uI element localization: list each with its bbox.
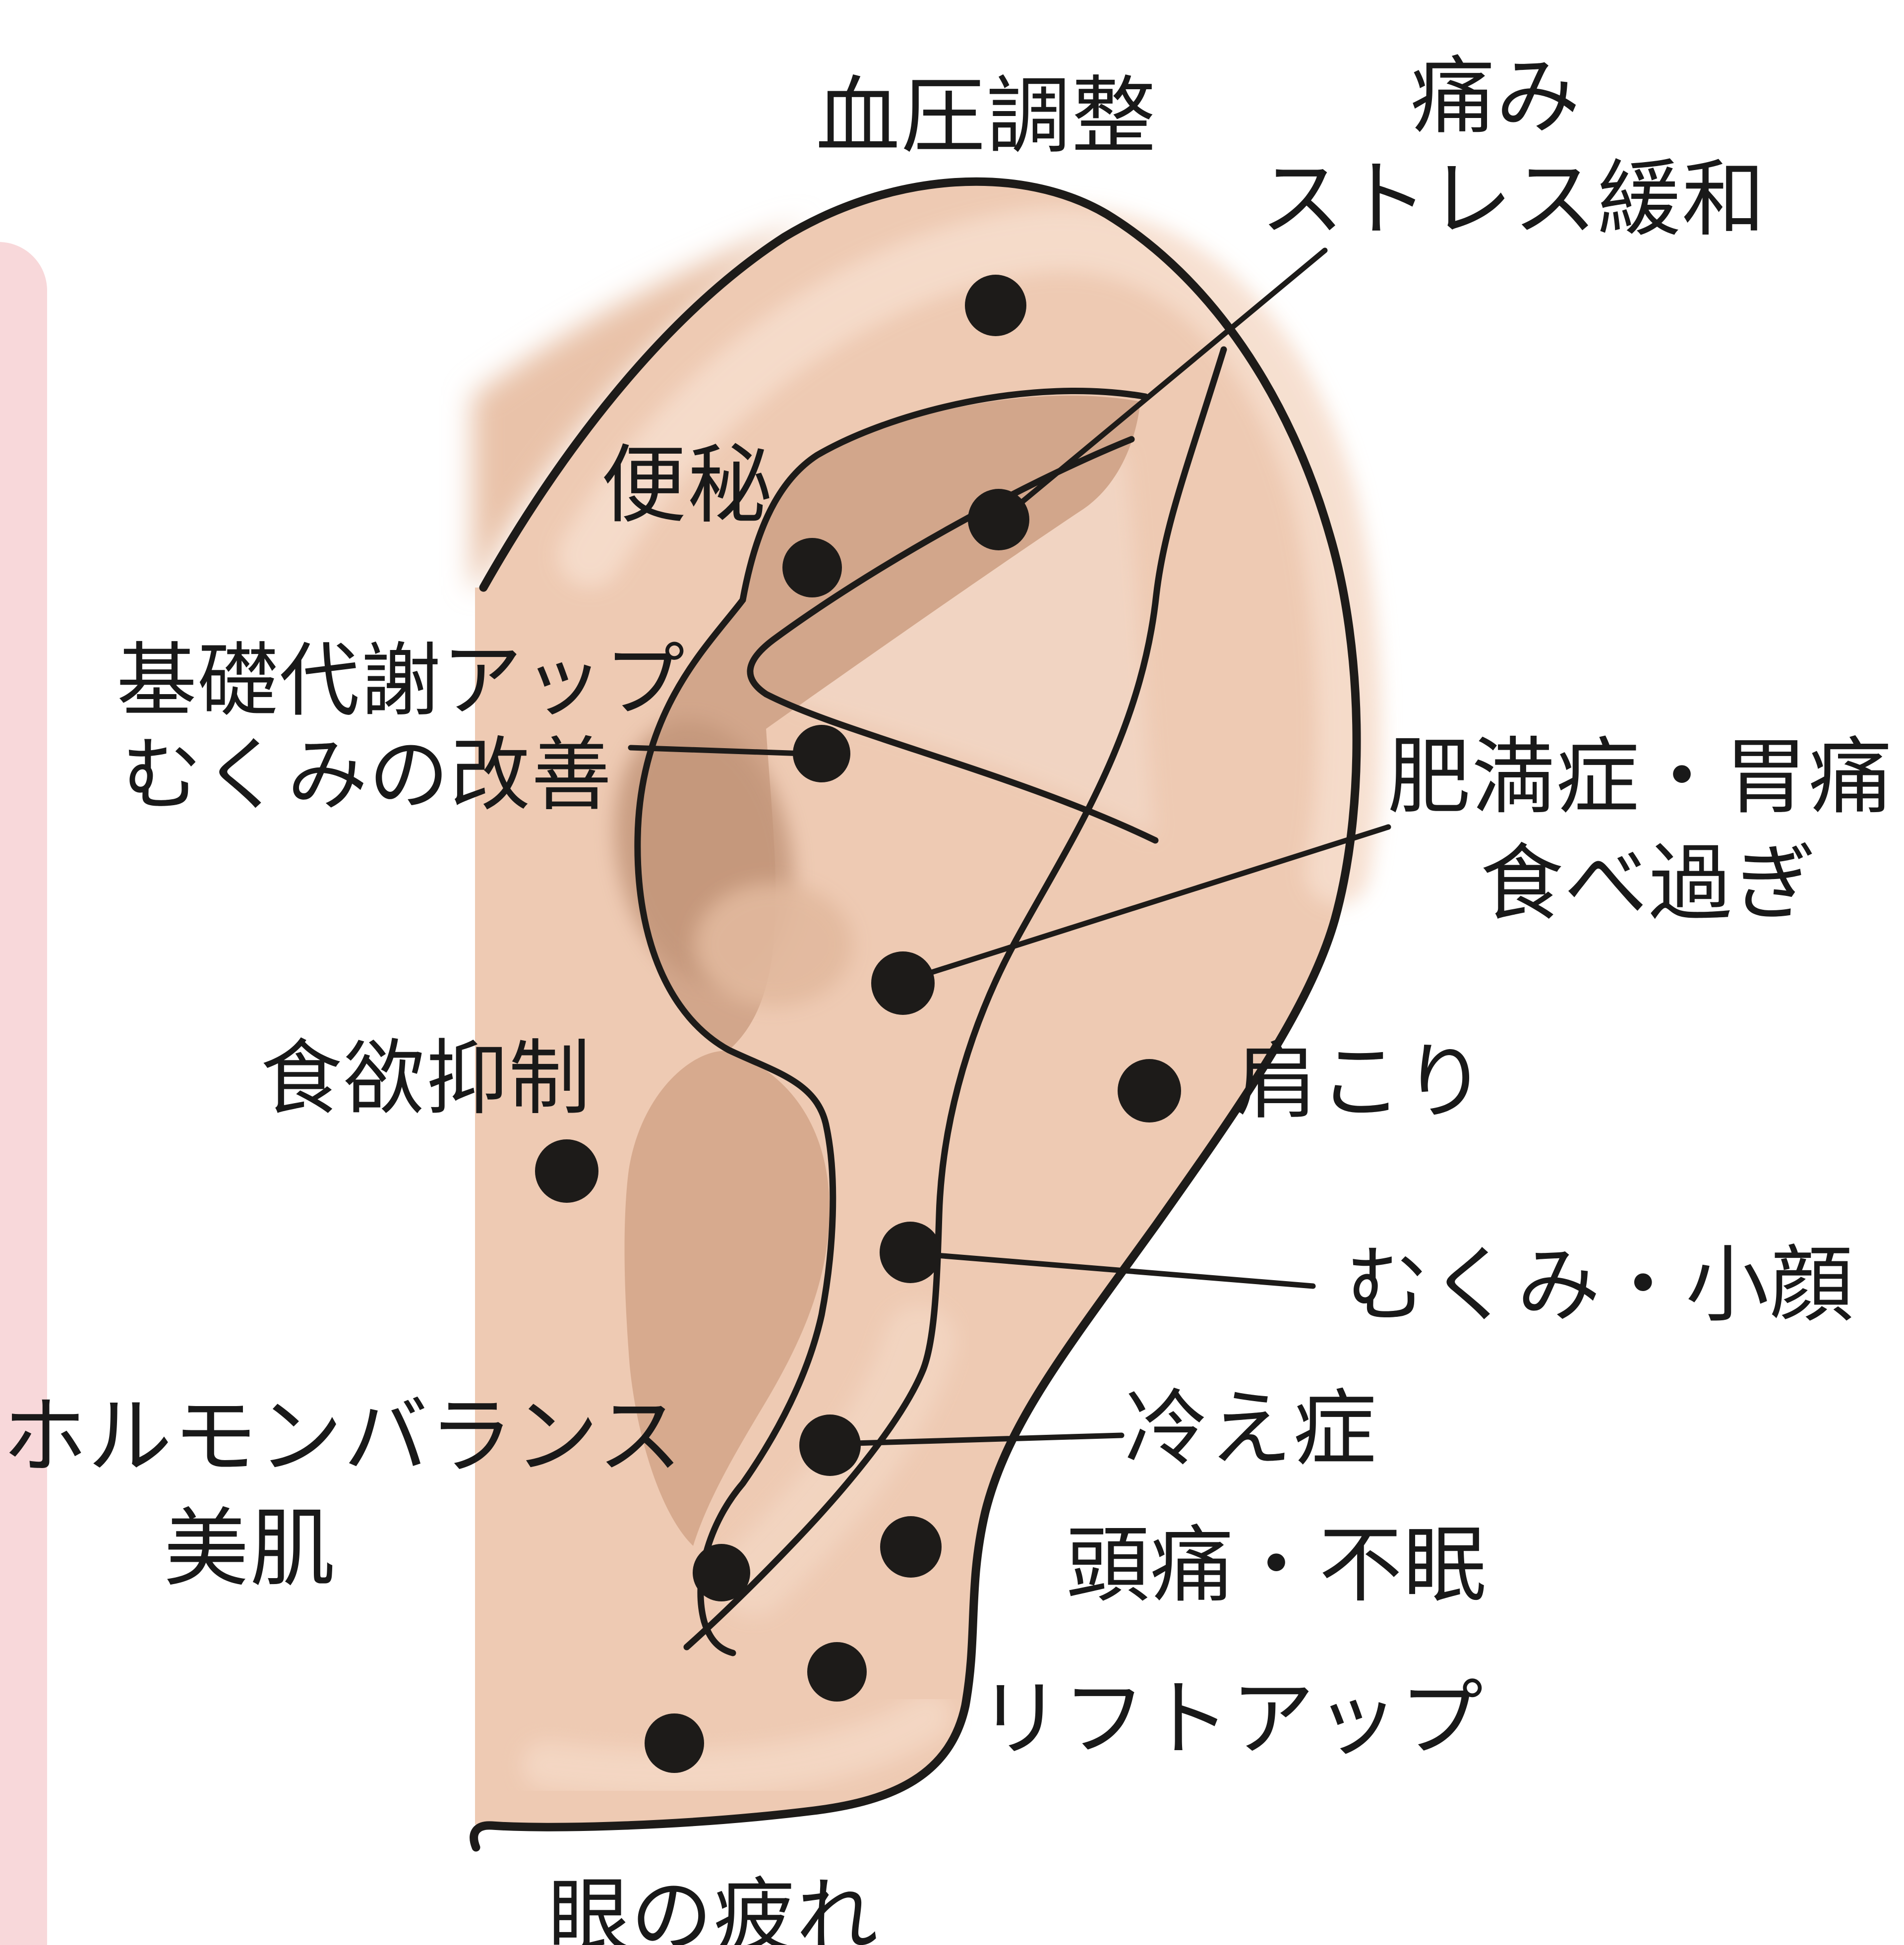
tragus-shadow [624,1051,830,1546]
leader-line-swelling-improvement [628,745,821,757]
acupoint-stress-relief [968,489,1029,550]
acupressure-points [535,275,1181,1773]
acupoint-shoulder-stiffness [1118,1059,1181,1122]
label-swelling-improvement: むくみの改善 [121,729,613,822]
acupoint-cold-sensitivity [799,1415,861,1476]
leader-line-swelling-small-face [909,1250,1316,1289]
acupoint-eye-fatigue [645,1713,704,1773]
leader-line-cold-sensitivity [835,1432,1125,1447]
label-shoulder-stiffness: 肩こり [1235,1033,1488,1130]
lobe-highlight [522,1693,952,1797]
concha-inner-light [694,883,853,1006]
ear-outline [470,177,1361,1852]
acupoint-appetite-suppression [535,1139,598,1203]
acupoint-swelling-improvement [793,725,850,782]
label-headache-insomnia: 頭痛・不眠 [1066,1517,1488,1614]
scalp-skin-wedge [472,221,808,586]
label-metabolism-up: 基礎代謝アップ [117,635,686,728]
label-beautiful-skin: 美肌 [164,1499,336,1598]
concha-rim-line [683,346,1227,1650]
acupoint-hormone-balance [693,1544,750,1601]
acupoint-obesity-stomachache [871,951,935,1015]
label-swelling-small-face: むくみ・小顔 [1345,1237,1854,1334]
label-stress-relief: ストレス緩和 [1260,151,1766,248]
label-blood-pressure: 血圧調整 [816,67,1157,166]
label-obesity-stomachache: 肥満症・胃痛 [1387,728,1893,825]
acupoint-swelling-small-face [880,1222,941,1283]
label-overeating: 食べ過ぎ [1480,835,1817,932]
label-pain: 痛み [1411,48,1582,146]
pink-side-strip [0,242,47,1945]
inner-ridge-line [634,388,1149,1656]
label-lift-up: リフトアップ [978,1670,1484,1768]
label-constipation: 便秘 [601,435,774,535]
acupoint-constipation [782,538,842,597]
lower-band-highlight [716,1304,957,1616]
label-appetite-suppression: 食欲抑制 [260,1031,592,1126]
leader-line-stress-relief [1009,247,1328,514]
leader-lines [628,247,1391,1447]
label-eye-fatigue: 眼の疲れ [548,1869,879,1945]
scapha-highlight [793,449,1155,838]
label-cold-sensitivity: 冷え症 [1125,1380,1377,1477]
acupoint-headache-insomnia [880,1516,942,1578]
acupoint-blood-pressure [965,275,1026,336]
label-hormone-balance: ホルモンバランス [2,1388,683,1486]
acupoint-lift-up [807,1642,867,1702]
leader-line-obesity-stomachache [902,824,1391,984]
